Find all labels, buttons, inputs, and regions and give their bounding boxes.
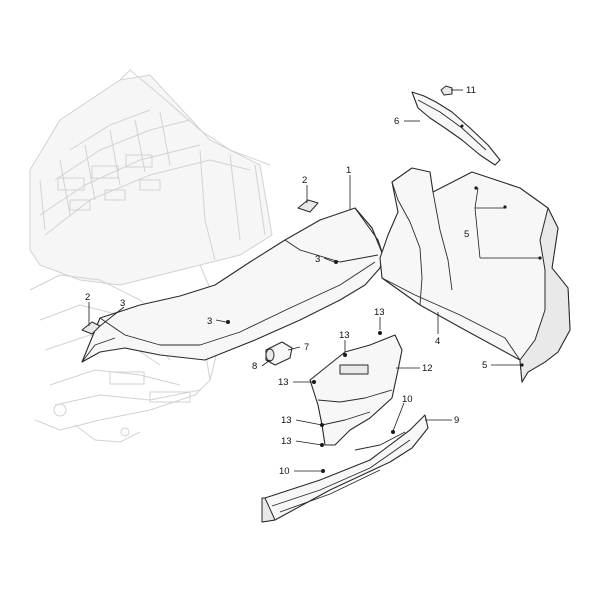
callout-5-lower: 5 xyxy=(482,360,487,371)
part-12-cover-panel xyxy=(309,334,403,446)
callout-2-upper: 2 xyxy=(302,175,307,186)
callout-13-b: 13 xyxy=(374,307,385,318)
callout-6: 6 xyxy=(394,116,399,127)
callout-13-e: 13 xyxy=(281,436,292,447)
callout-labels: 1 2 2 3 3 3 4 5 5 6 7 8 9 10 10 11 12 13… xyxy=(85,85,487,477)
vehicle-body-ghost xyxy=(29,69,273,443)
part-6-trim-strip xyxy=(411,91,501,166)
callout-10-upper: 10 xyxy=(402,394,413,405)
fastener-dots xyxy=(312,331,395,473)
callout-8: 8 xyxy=(252,361,257,372)
part-7-cap xyxy=(265,341,293,366)
part-2-clip-upper xyxy=(297,199,319,213)
callout-4: 4 xyxy=(435,336,440,347)
part-4-side-liner xyxy=(379,167,571,383)
callout-3-lower: 3 xyxy=(207,316,212,327)
callout-13-c: 13 xyxy=(278,377,289,388)
callout-1: 1 xyxy=(346,165,351,176)
part-9-sill-plate xyxy=(261,414,429,523)
callout-3-left: 3 xyxy=(120,298,125,309)
callout-10-lower: 10 xyxy=(279,466,290,477)
callout-13-a: 13 xyxy=(339,330,350,341)
callout-9: 9 xyxy=(454,415,459,426)
callout-7: 7 xyxy=(304,342,309,353)
callout-12: 12 xyxy=(422,363,433,374)
leader-lines xyxy=(88,89,540,472)
part-11-clip xyxy=(440,85,453,96)
callout-11: 11 xyxy=(466,85,476,96)
callout-5-upper: 5 xyxy=(464,229,469,240)
callout-2-lower: 2 xyxy=(85,292,90,303)
callout-13-d: 13 xyxy=(281,415,292,426)
callout-3-center: 3 xyxy=(315,254,320,265)
